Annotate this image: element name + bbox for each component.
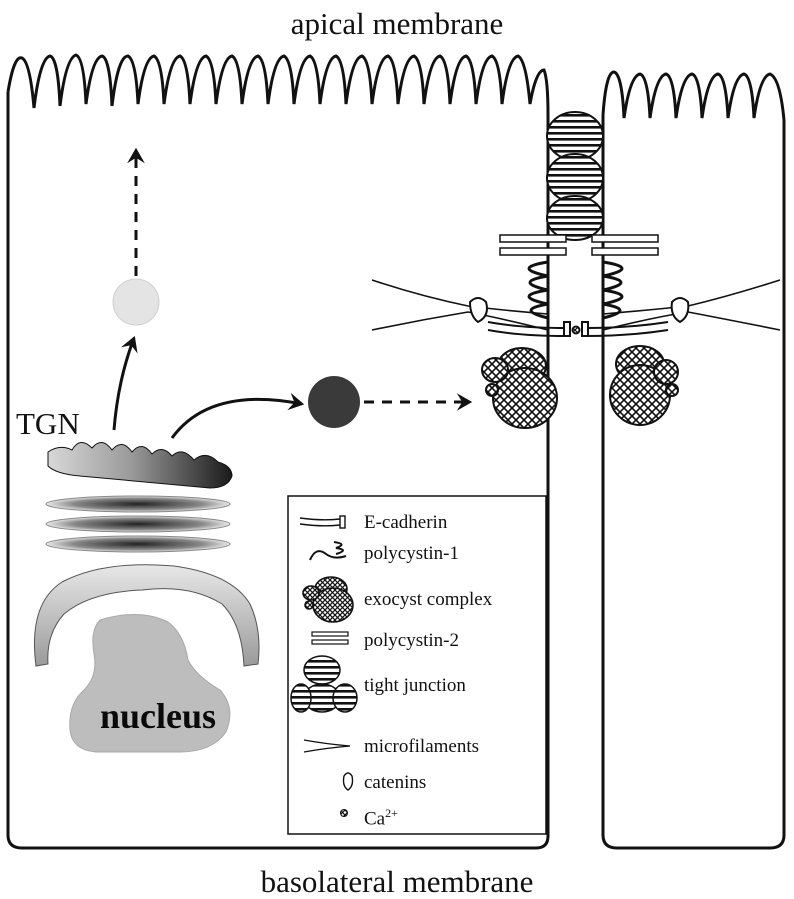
apical-membrane-label: apical membrane xyxy=(290,6,504,41)
cis-golgi xyxy=(33,564,260,667)
legend-label-exocyst-complex: exocyst complex xyxy=(364,589,493,610)
exocyst-complex-left xyxy=(481,347,558,429)
legend-label-catenins: catenins xyxy=(364,772,427,793)
polycystin-1 xyxy=(527,260,624,320)
nucleus-label: nucleus xyxy=(100,696,217,736)
polycystin-2-icon xyxy=(311,631,349,645)
legend-label-polycystin-1: polycystin-1 xyxy=(364,543,459,564)
e-cadherin-icon xyxy=(299,515,346,529)
catenins xyxy=(468,297,690,324)
tight-junction-icon xyxy=(290,655,358,713)
legend-label-polycystin-2: polycystin-2 xyxy=(364,630,459,651)
tgn-to-apical-arrow xyxy=(112,335,138,431)
legend-label-e-cadherin: E-cadherin xyxy=(364,512,448,533)
legend-label-calcium: Ca2+ xyxy=(364,806,398,830)
trans-golgi-network xyxy=(47,442,233,489)
basolateral-vesicle xyxy=(308,376,360,428)
polycystin-2 xyxy=(499,234,659,256)
legend-label-microfilaments: microfilaments xyxy=(364,736,480,757)
calcium-icon xyxy=(340,809,348,817)
nucleus-shape xyxy=(69,613,231,753)
apical-membrane-right xyxy=(601,70,786,121)
apical-vesicle xyxy=(112,278,160,326)
left-cell-outline xyxy=(6,92,550,850)
catenins-icon xyxy=(342,772,354,791)
microfilaments xyxy=(371,279,781,331)
calcium-text: Ca xyxy=(364,808,386,830)
microfilaments-icon xyxy=(303,739,351,753)
tight-junction xyxy=(546,111,604,241)
exocyst-complex-icon xyxy=(302,576,354,623)
apical-membrane-left xyxy=(6,53,550,116)
calcium-superscript: 2+ xyxy=(385,806,398,820)
basolateral-membrane-label: basolateral membrane xyxy=(260,864,534,899)
e-cadherin xyxy=(487,321,669,337)
tgn-label: TGN xyxy=(16,406,80,441)
exocyst-complex-right xyxy=(609,345,679,426)
right-cell-outline xyxy=(601,115,786,850)
legend-label-tight-junction: tight junction xyxy=(364,675,466,696)
polycystin-1-icon xyxy=(309,541,347,561)
golgi-cisternae xyxy=(45,495,231,553)
tgn-to-basolateral-arrow xyxy=(170,392,305,439)
